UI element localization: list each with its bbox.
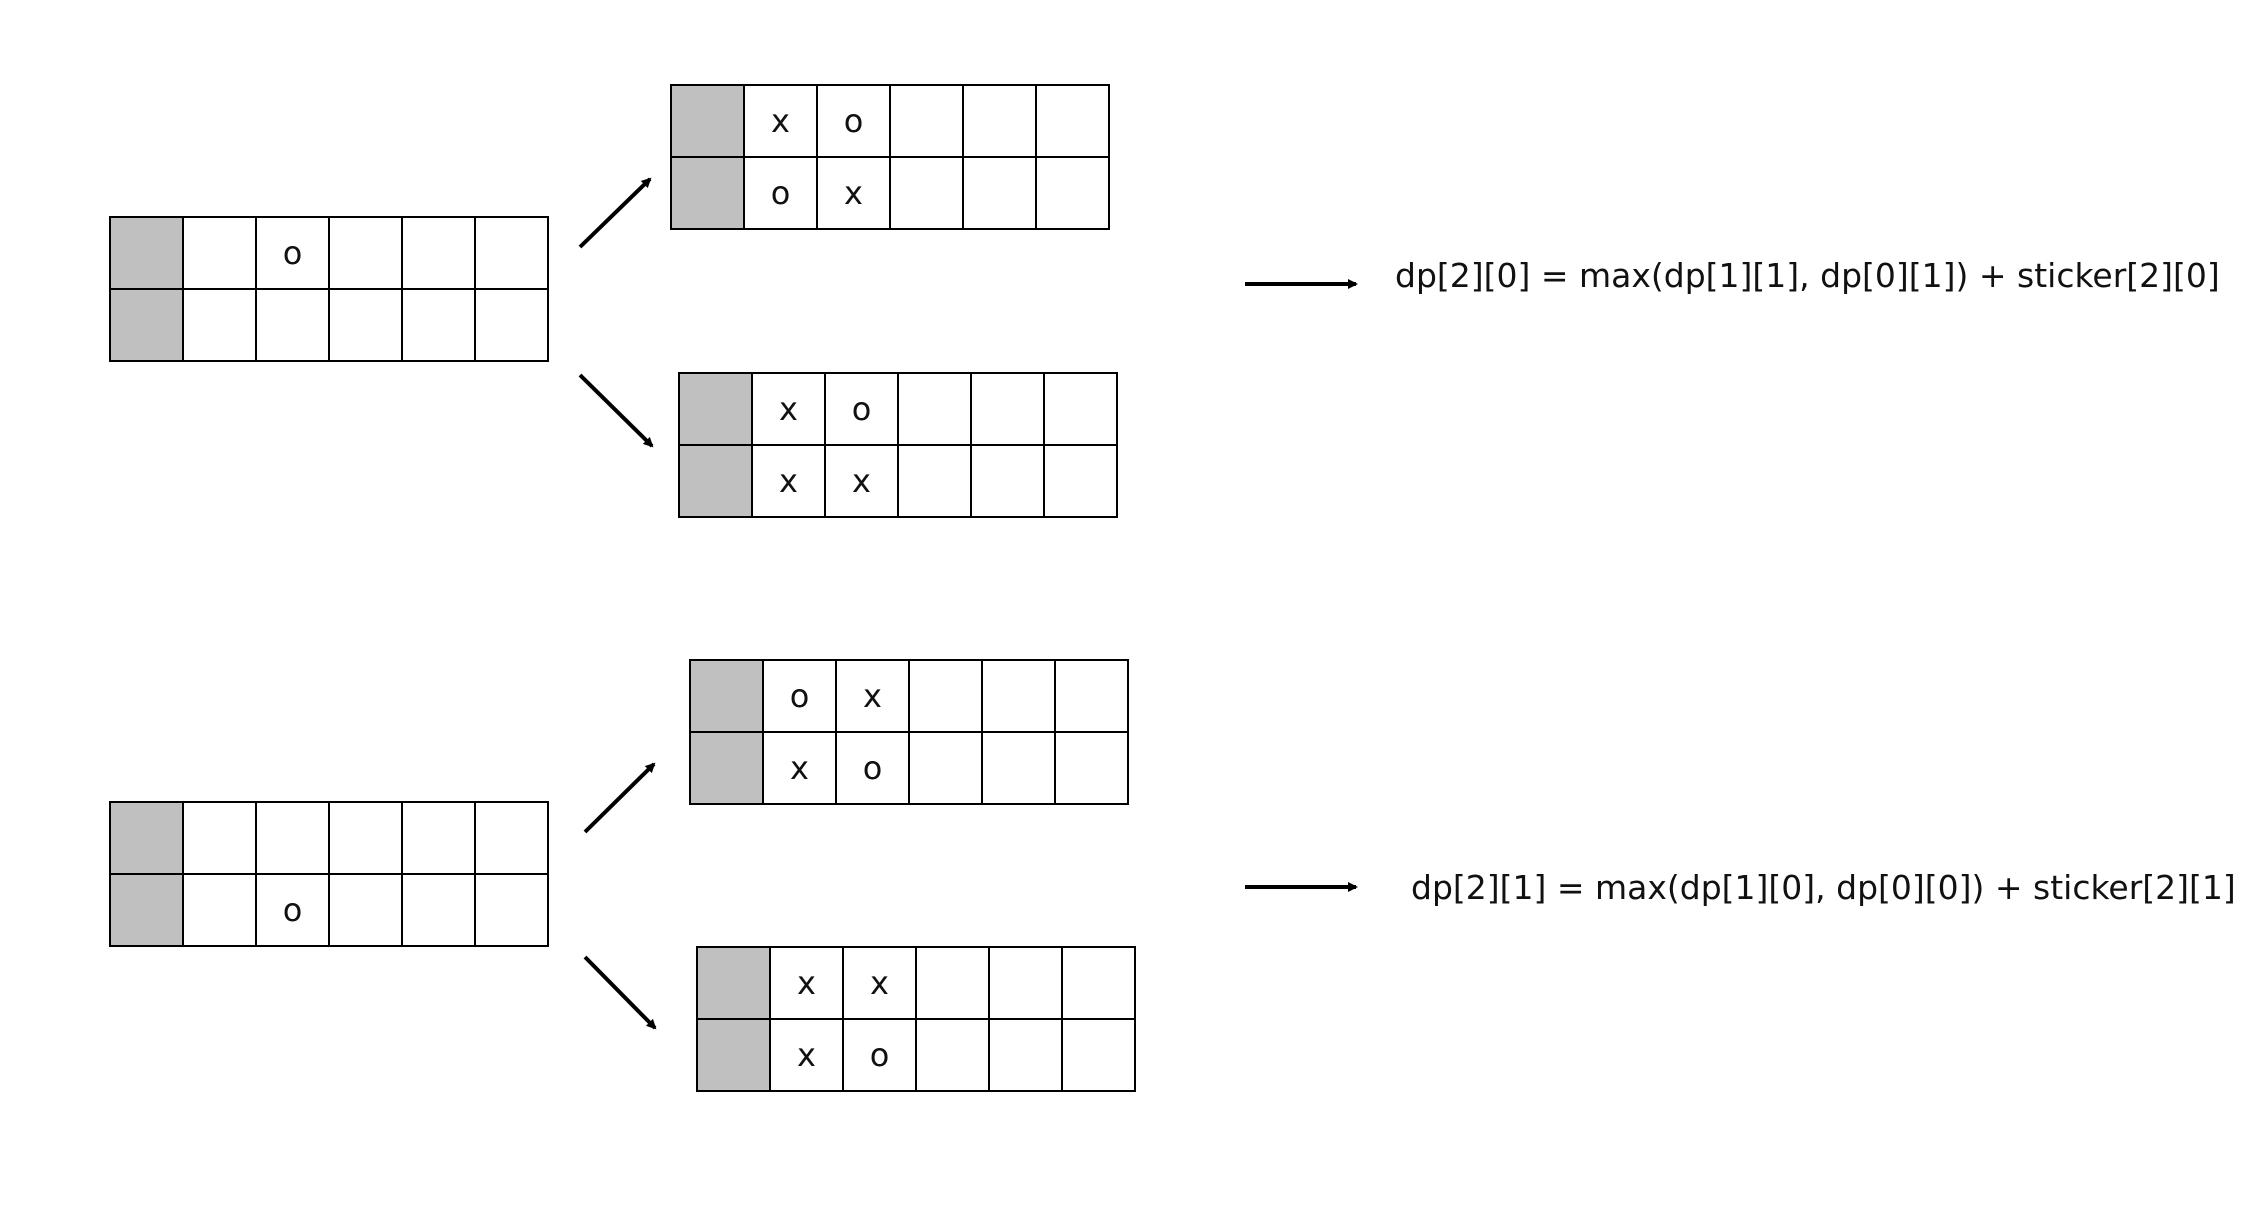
grid-cell: o [764,661,837,733]
grid-cell [899,374,972,446]
grid-cell [1037,158,1110,230]
grid-cell [964,158,1037,230]
grid-cell [184,803,257,875]
grid-cell [403,290,476,362]
grid-cell [1056,661,1129,733]
grid-cell [184,218,257,290]
arrow-down-bottom [583,955,657,1030]
grid-cell [891,86,964,158]
grid-cell: x [771,948,844,1020]
grid-cell [672,158,745,230]
grid-cell [983,733,1056,805]
grid-cell [403,803,476,875]
grid-cell [698,1020,771,1092]
grid-cell [403,218,476,290]
grid-cell [1045,374,1118,446]
grid-cell [891,158,964,230]
grid-top-source: o [109,216,549,362]
grid-cell [330,218,403,290]
grid-cell [111,803,184,875]
grid-cell: x [837,661,910,733]
grid-cell [691,661,764,733]
grid-cell [672,86,745,158]
grid-cell [698,948,771,1020]
grid-cell: x [753,374,826,446]
arrow-down-top [578,373,654,448]
grid-cell [972,374,1045,446]
grid-cell [691,733,764,805]
grid-cell [972,446,1045,518]
grid-cell: x [753,446,826,518]
grid-cell [476,875,549,947]
grid-cell: x [818,158,891,230]
grid-cell: x [771,1020,844,1092]
grid-cell [680,374,753,446]
grid-bottom-source: o [109,801,549,947]
grid-bottom-branch-up: o x x o [689,659,1129,805]
grid-cell [111,290,184,362]
grid-cell [910,733,983,805]
formula-bottom: dp[2][1] = max(dp[1][0], dp[0][0]) + sti… [1411,868,2236,907]
grid-cell [476,290,549,362]
grid-top-branch-down: x o x x [678,372,1118,518]
grid-cell [1063,1020,1136,1092]
grid-cell: x [844,948,917,1020]
grid-cell [330,290,403,362]
grid-cell [1045,446,1118,518]
grid-cell [476,803,549,875]
grid-cell [1037,86,1110,158]
grid-cell [917,948,990,1020]
grid-cell: o [818,86,891,158]
grid-cell [330,803,403,875]
grid-cell: x [745,86,818,158]
grid-top-branch-up: x o o x [670,84,1110,230]
grid-cell [184,290,257,362]
grid-cell [990,948,1063,1020]
grid-cell: o [837,733,910,805]
grid-cell: o [257,218,330,290]
grid-bottom-branch-down: x x x o [696,946,1136,1092]
grid-cell [1063,948,1136,1020]
grid-cell: x [826,446,899,518]
grid-cell [910,661,983,733]
grid-cell: o [826,374,899,446]
grid-cell [257,290,330,362]
grid-cell [964,86,1037,158]
arrow-up-bottom [583,762,656,834]
grid-cell: o [844,1020,917,1092]
grid-cell [917,1020,990,1092]
grid-cell [680,446,753,518]
grid-cell [330,875,403,947]
arrow-up-top [578,177,652,249]
grid-cell [111,875,184,947]
grid-cell [899,446,972,518]
grid-cell [983,661,1056,733]
formula-top: dp[2][0] = max(dp[1][1], dp[0][1]) + sti… [1395,256,2220,295]
grid-cell [476,218,549,290]
grid-cell: o [257,875,330,947]
grid-cell [257,803,330,875]
grid-cell [111,218,184,290]
grid-cell: o [745,158,818,230]
grid-cell [1056,733,1129,805]
grid-cell [403,875,476,947]
grid-cell [990,1020,1063,1092]
grid-cell: x [764,733,837,805]
grid-cell [184,875,257,947]
